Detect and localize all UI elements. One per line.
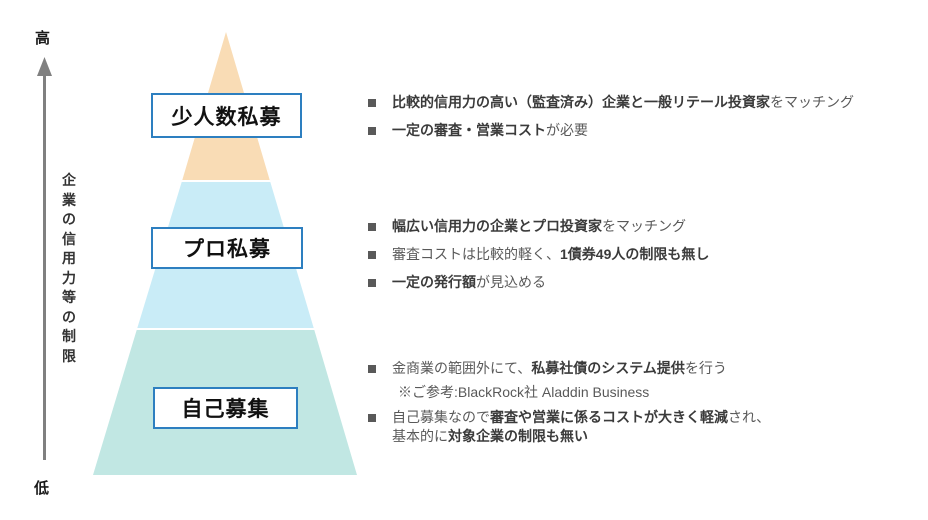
axis-arrow-head-icon — [37, 57, 52, 76]
bullet-item: 自己募集なので審査や営業に係るコストが大きく軽減され、基本的に対象企業の制限も無… — [368, 408, 920, 446]
axis-title-char: 企 — [62, 172, 76, 188]
bullet-text: 幅広い信用力の企業とプロ投資家をマッチング — [392, 218, 686, 234]
tier-box-bottom: 自己募集 — [153, 387, 298, 429]
bullet-square-icon — [368, 414, 376, 422]
bullet-text: ※ご参考:BlackRock社 Aladdin Business — [398, 384, 650, 400]
bullet-text: 金商業の範囲外にて、私募社債のシステム提供を行う — [392, 360, 727, 376]
axis-title-char: 業 — [62, 191, 76, 208]
bullet-item: 審査コストは比較的軽く、1債券49人の制限も無し — [368, 245, 920, 264]
bullet-item: 一定の発行額が見込める — [368, 273, 920, 292]
bullet-item: 幅広い信用力の企業とプロ投資家をマッチング — [368, 217, 920, 236]
axis-title-char: 力 — [62, 269, 76, 286]
bullet-text: 審査コストは比較的軽く、1債券49人の制限も無し — [392, 246, 710, 262]
tier-label-top: 少人数私募 — [171, 105, 282, 129]
axis-title-char: 制 — [62, 328, 76, 344]
bullet-square-icon — [368, 279, 376, 287]
bullet-square-icon — [368, 127, 376, 135]
bullet-note: ※ご参考:BlackRock社 Aladdin Business — [368, 383, 920, 402]
bullet-text: 一定の発行額が見込める — [392, 274, 546, 290]
tier-box-top: 少人数私募 — [151, 93, 302, 138]
bullet-text: 一定の審査・営業コストが必要 — [392, 122, 588, 138]
bullet-square-icon — [368, 223, 376, 231]
axis-low-label: 低 — [34, 480, 50, 497]
bullets-tier-middle: 幅広い信用力の企業とプロ投資家をマッチング審査コストは比較的軽く、1債券49人の… — [368, 217, 920, 301]
tier-label-middle: プロ私募 — [183, 238, 271, 261]
bullet-item: 金商業の範囲外にて、私募社債のシステム提供を行う — [368, 359, 920, 378]
bullet-text: 自己募集なので審査や営業に係るコストが大きく軽減され、基本的に対象企業の制限も無… — [392, 409, 771, 444]
bullet-item: 比較的信用力の高い（監査済み）企業と一般リテール投資家をマッチング — [368, 93, 920, 112]
tier-box-middle: プロ私募 — [151, 227, 303, 269]
axis-title-char: の — [62, 308, 76, 325]
axis-title-char: 用 — [62, 250, 76, 266]
bullet-square-icon — [368, 365, 376, 373]
axis-title-char: 信 — [62, 230, 76, 247]
bullet-square-icon — [368, 99, 376, 107]
bullet-item: 一定の審査・営業コストが必要 — [368, 121, 920, 140]
tier-label-bottom: 自己募集 — [181, 398, 270, 421]
bullets-tier-bottom: 金商業の範囲外にて、私募社債のシステム提供を行う ※ご参考:BlackRock社 … — [368, 359, 920, 455]
bullet-square-icon — [368, 251, 376, 259]
axis-title-vertical: 企業の信用力等の制限 — [57, 171, 81, 366]
bullets-tier-top: 比較的信用力の高い（監査済み）企業と一般リテール投資家をマッチング一定の審査・営… — [368, 93, 920, 149]
axis-title-char: の — [62, 211, 76, 227]
axis-title-char: 限 — [62, 347, 76, 364]
axis-title-char: 等 — [62, 289, 76, 305]
bullet-text: 比較的信用力の高い（監査済み）企業と一般リテール投資家をマッチング — [392, 94, 854, 110]
axis-high-label: 高 — [35, 30, 51, 47]
